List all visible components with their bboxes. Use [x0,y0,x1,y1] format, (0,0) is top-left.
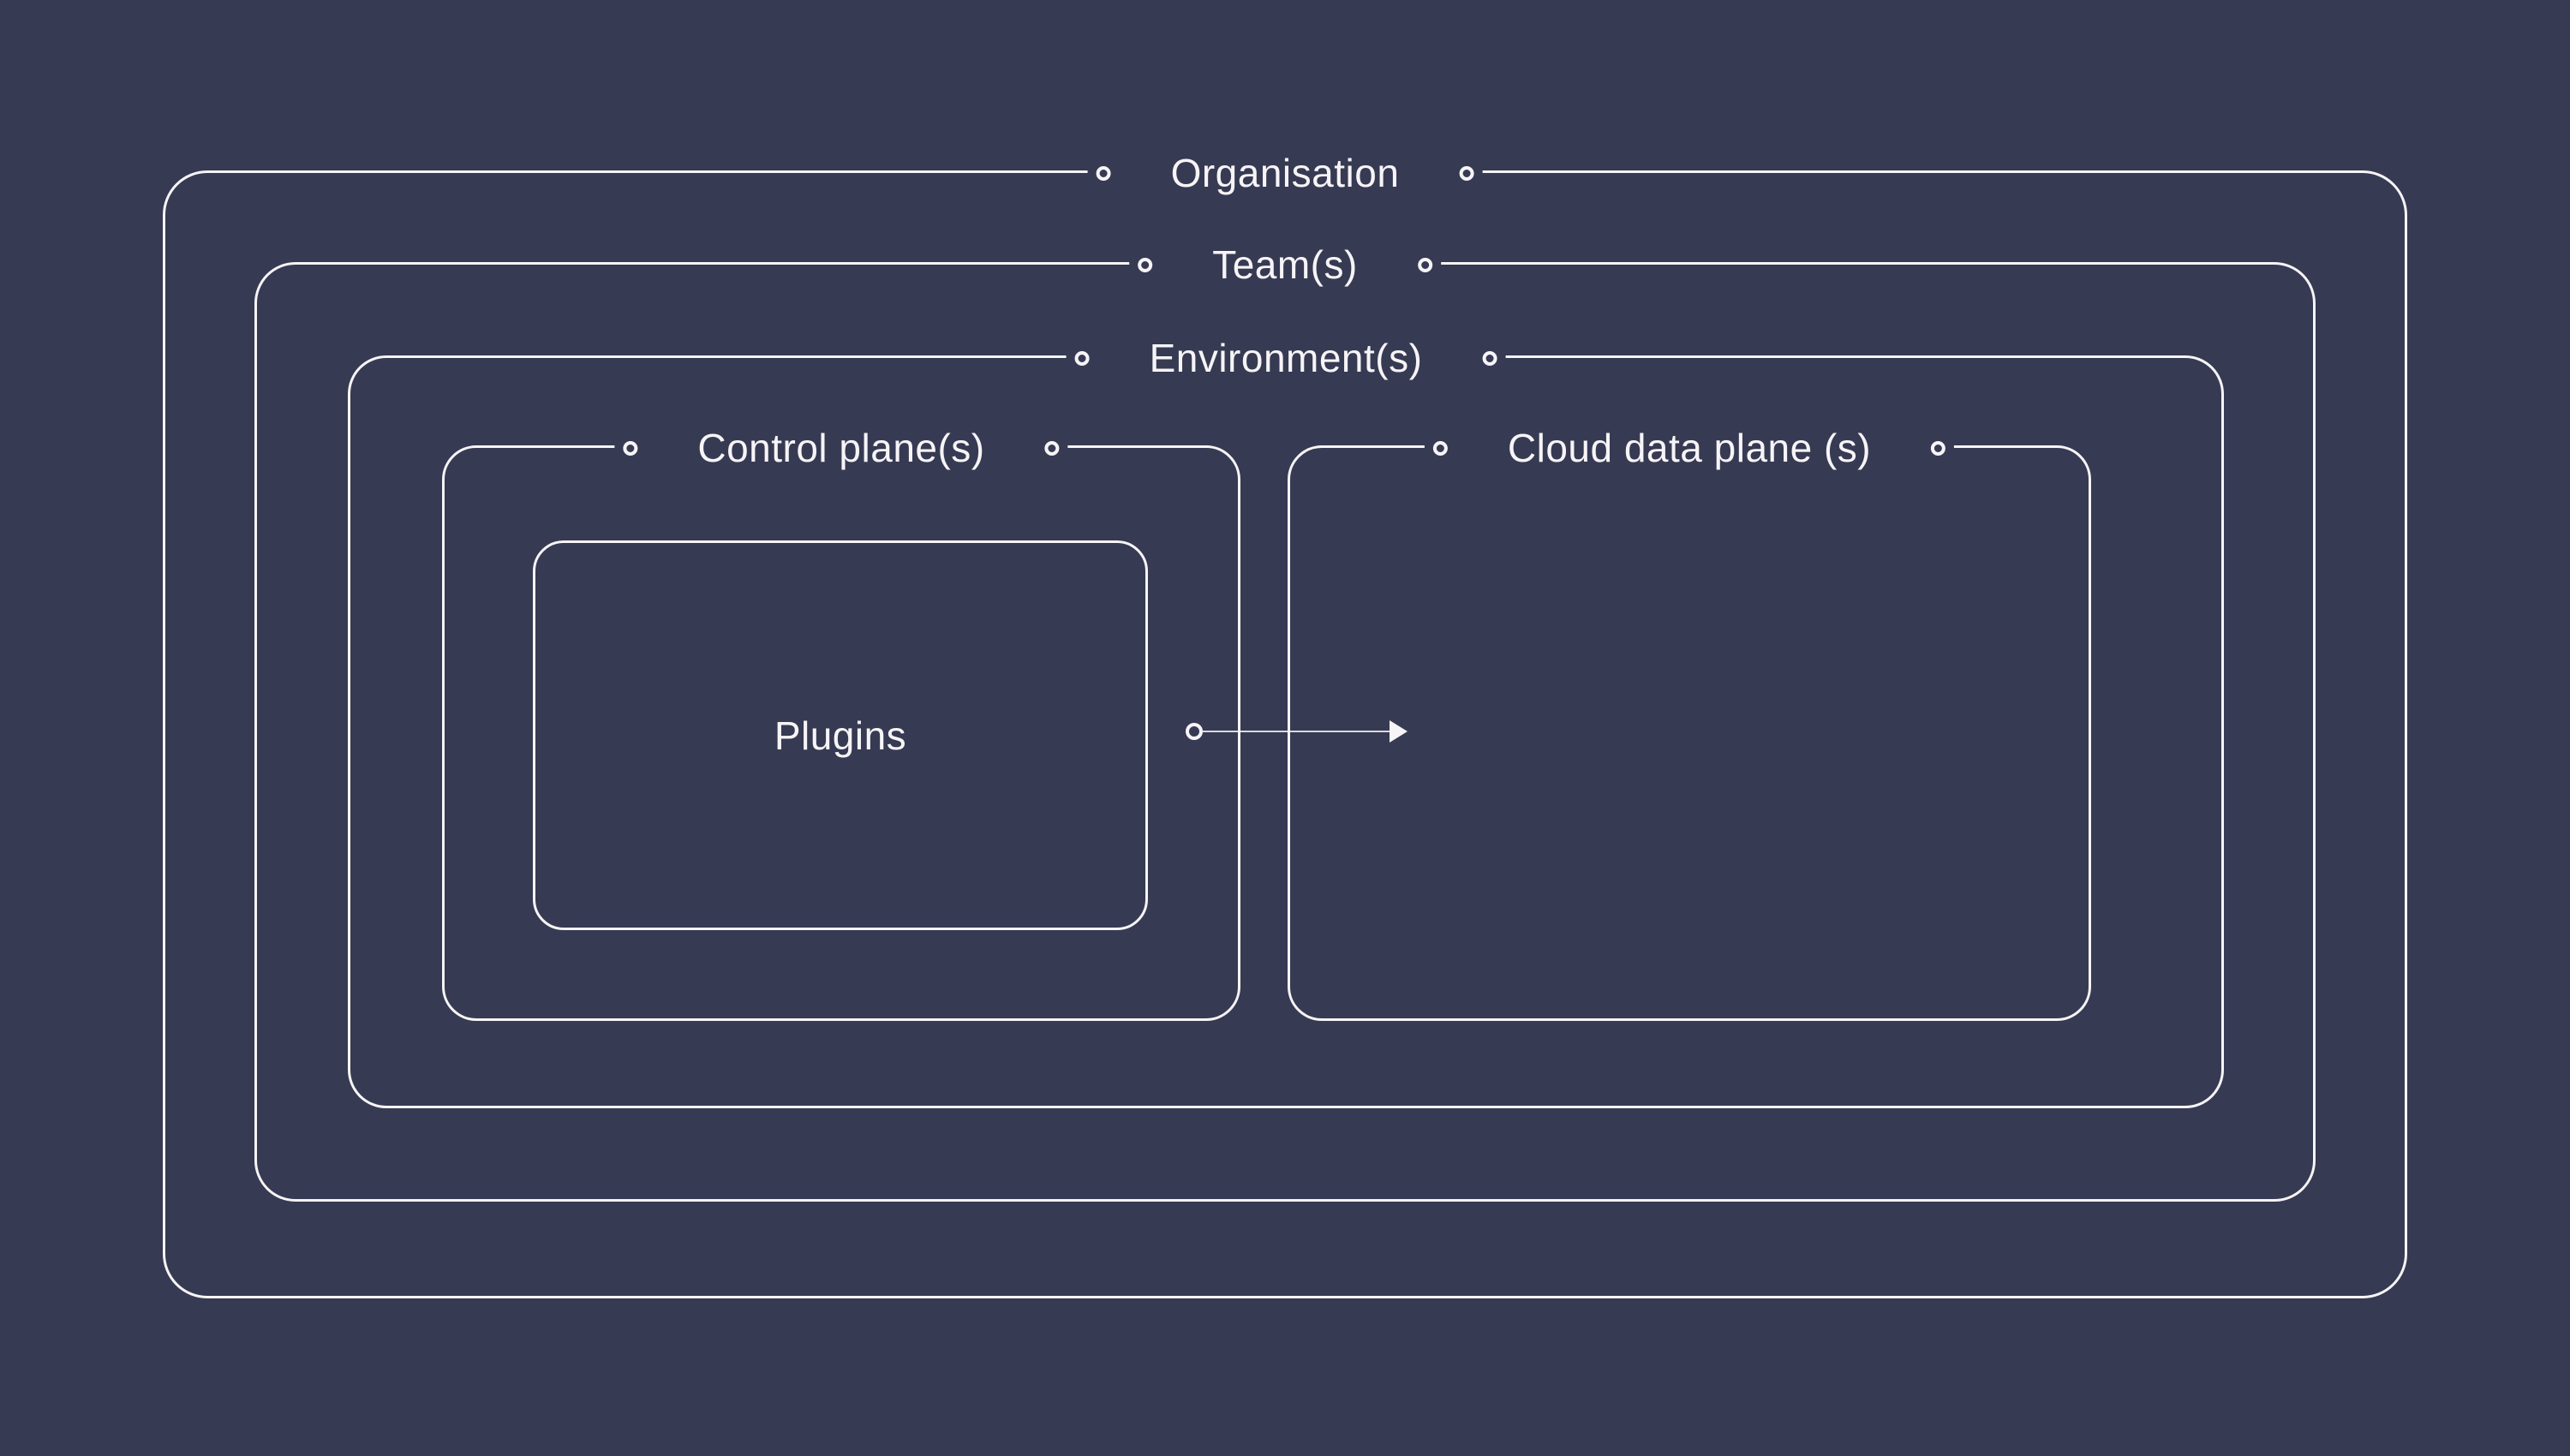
teams-label: Team(s) [1129,236,1441,293]
connector-dot-icon [1931,440,1946,456]
organisation-label: Organisation [1087,145,1483,201]
arrow-head-icon [1390,720,1408,743]
control-planes-label: Control plane(s) [614,420,1068,476]
cloud-data-planes-label: Cloud data plane (s) [1424,420,1955,476]
cloud-data-planes-box: Cloud data plane (s) [1288,420,2091,1021]
arrow-shaft [1203,731,1390,732]
connector-dot-icon [1138,257,1153,272]
connector-dot-icon [623,440,638,456]
plugins-box: Plugins [533,540,1148,930]
control-planes-box: Control plane(s) [442,420,1240,1021]
teams-label-text: Team(s) [1212,242,1358,287]
connector-dot-icon [1096,165,1111,181]
connector-dot-icon [1074,350,1090,366]
environments-box: Environment(s) [348,330,2224,1108]
arrow-start-dot-icon [1186,723,1203,740]
environments-label: Environment(s) [1066,330,1506,386]
connector-dot-icon [1459,165,1474,181]
environments-label-text: Environment(s) [1149,336,1423,380]
organisation-label-text: Organisation [1170,151,1400,195]
plugins-to-cloud-data-plane-arrow [1186,720,1408,743]
connector-dot-icon [1417,257,1432,272]
cloud-data-planes-label-text: Cloud data plane (s) [1507,426,1872,470]
connector-dot-icon [1044,440,1060,456]
plugins-label-text: Plugins [774,713,907,758]
connector-dot-icon [1482,350,1497,366]
organisation-box: Organisation [163,145,2407,1298]
teams-box: Team(s) [254,236,2316,1202]
control-planes-label-text: Control plane(s) [697,426,985,470]
connector-dot-icon [1432,440,1448,456]
